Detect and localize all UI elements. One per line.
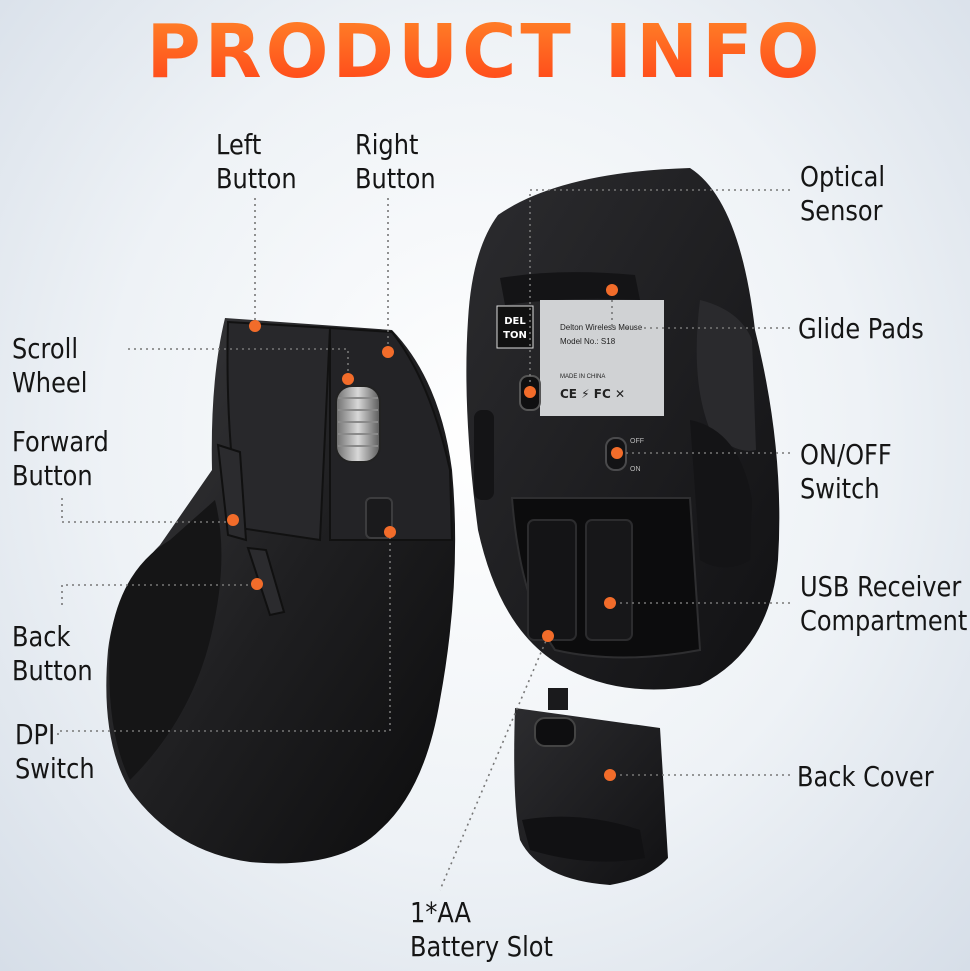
sticker-product: Delton Wireless Mouse (560, 323, 643, 332)
switch-on-label: ON (630, 466, 641, 473)
dpi-switch (365, 497, 393, 539)
sticker-logo (496, 305, 534, 349)
switch-off-label: OFF (630, 438, 644, 445)
glide-pad-top (500, 272, 640, 305)
sticker-logo-top: DEL (504, 316, 526, 327)
glide-pad-left (474, 410, 494, 500)
mouse-top-view (106, 318, 456, 864)
sticker-model: Model No.: S18 (560, 337, 616, 346)
right-button-panel (329, 326, 454, 541)
sticker-origin: MADE IN CHINA (560, 374, 605, 380)
battery-slot (527, 519, 577, 641)
mouse-thumb-rest (109, 500, 222, 780)
usb-receiver-slot (585, 519, 633, 641)
page-title: PRODUCT INFO (0, 4, 970, 100)
side-grip (696, 300, 756, 451)
product-sticker (540, 300, 664, 416)
sticker-logo-bottom: TON (503, 330, 527, 341)
back-cover (514, 688, 668, 885)
glide-pads-label: Glide Pads (798, 312, 924, 345)
scroll-wheel (335, 385, 381, 463)
leader-lines (57, 189, 790, 891)
forward-button-side (216, 443, 248, 542)
sticker-marks: CE ⚡ FC ✕ (560, 387, 625, 401)
callout-dots (227, 284, 623, 781)
mouse-bottom-view: DEL TON Delton Wireless Mouse Model No.:… (466, 168, 780, 690)
back-cover-label: Back Cover (797, 760, 934, 793)
back-button-side (246, 546, 286, 617)
glide-pad-right (690, 420, 752, 568)
